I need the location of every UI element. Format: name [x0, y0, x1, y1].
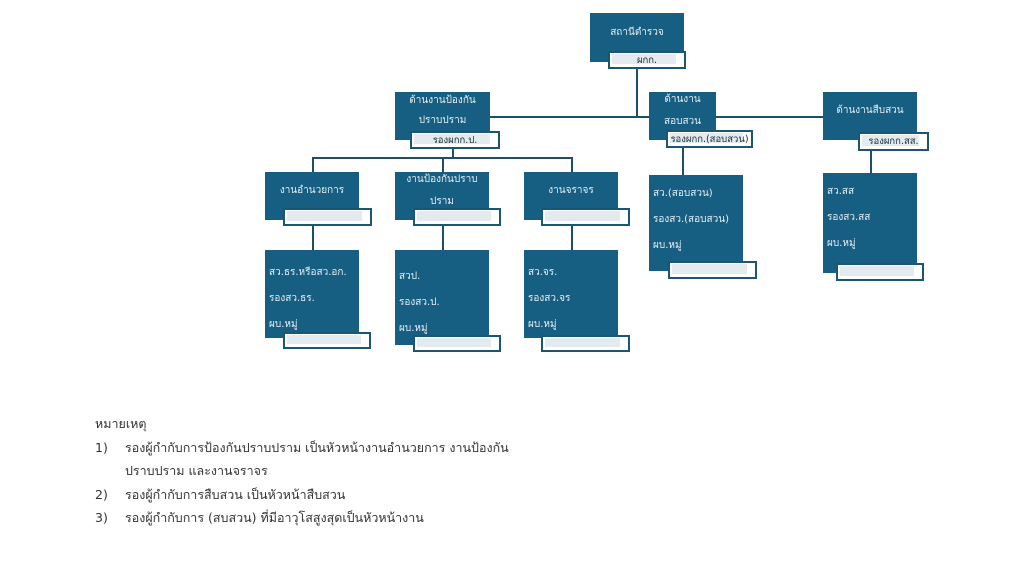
member: รองสว.ป.	[399, 297, 440, 308]
node-title: สถานีตำรวจ	[610, 26, 664, 38]
note-item: 1) รองผู้กำกับการป้องกันปราบปราม เป็นหัวห…	[95, 436, 509, 460]
connector	[571, 157, 573, 172]
members-traffic: สว.จร. รองสว.จร ผบ.หมู่	[524, 250, 618, 338]
notes-section: หมายเหตุ 1) รองผู้กำกับการป้องกันปราบปราม…	[95, 412, 509, 530]
node-title: ด้านงานสอบสวน	[663, 94, 701, 127]
member: สว.(สอบสวน)	[653, 188, 713, 199]
connector	[490, 116, 649, 118]
note-text: รองผู้กำกับการป้องกันปราบปราม เป็นหัวหน้…	[125, 439, 509, 455]
branch-role-label: รองผกก.ป.	[410, 131, 500, 149]
connector	[442, 157, 444, 172]
note-text: ปราบปราม และงานจราจร	[125, 463, 268, 478]
member: ผบ.หมู่	[399, 323, 428, 334]
member: สว.ธร.หรือสว.อก.	[269, 267, 347, 278]
role-text: ผกก.	[636, 54, 658, 66]
node-title: งานป้องกันปราบปราม	[406, 174, 478, 207]
connector	[636, 68, 638, 117]
members-investigation: สว.สส รองสว.สส ผบ.หมู่	[823, 173, 917, 273]
unit-role-label	[283, 208, 372, 226]
members-label	[541, 335, 630, 352]
member: ผบ.หมู่	[827, 238, 856, 249]
notes-heading: หมายเหตุ	[95, 416, 147, 431]
note-number: 2)	[95, 486, 108, 502]
connector	[452, 148, 454, 158]
note-number: 1)	[95, 439, 108, 455]
connector	[312, 157, 314, 172]
connector	[716, 116, 823, 118]
role-text: รองผกก.(สอบสวน)	[670, 133, 749, 145]
node-title: งานอำนวยการ	[279, 185, 345, 196]
member: ผบ.หมู่	[269, 319, 298, 330]
members-prevention: สวป. รองสว.ป. ผบ.หมู่	[395, 250, 489, 345]
note-number: 3)	[95, 510, 108, 525]
unit-role-label	[541, 208, 630, 226]
role-text: รองผกก.สส.	[868, 136, 919, 147]
connector	[442, 225, 444, 250]
members-label	[668, 261, 757, 279]
member: รองสว.(สอบสวน)	[653, 214, 729, 225]
members-admin: สว.ธร.หรือสว.อก. รองสว.ธร. ผบ.หมู่	[265, 250, 359, 338]
members-label	[413, 335, 501, 352]
note-text: รองผู้กำกับการ (สบสวน) ที่มีอาวุโสสูงสุด…	[125, 510, 424, 525]
members-label	[283, 332, 371, 349]
role-text: รองผกก.ป.	[432, 134, 478, 146]
member: ผบ.หมู่	[653, 240, 682, 251]
connector	[571, 225, 573, 250]
member: รองสว.จร	[528, 293, 571, 304]
member: สวป.	[399, 271, 421, 282]
member: รองสว.ธร.	[269, 293, 315, 304]
members-label	[836, 263, 924, 281]
unit-role-label	[413, 208, 501, 226]
member: สว.สส	[827, 186, 855, 197]
member: สว.จร.	[528, 267, 558, 278]
note-item: 3) รองผู้กำกับการ (สบสวน) ที่มีอาวุโสสูงส…	[95, 506, 509, 530]
node-title: ด้านงานสืบสวน	[836, 105, 904, 116]
note-item: 2) รองผู้กำกับการสืบสวน เป็นหัวหน้าสืบสวน	[95, 483, 509, 507]
note-text: รองผู้กำกับการสืบสวน เป็นหัวหน้าสืบสวน	[125, 486, 346, 502]
root-role-label: ผกก.	[608, 51, 686, 69]
member: รองสว.สส	[827, 212, 871, 223]
member: ผบ.หมู่	[528, 319, 557, 330]
connector	[870, 150, 872, 173]
branch-role-label: รองผกก.(สอบสวน)	[666, 130, 753, 148]
note-item-continued: ปราบปราม และงานจราจร	[95, 459, 509, 483]
members-inquiry: สว.(สอบสวน) รองสว.(สอบสวน) ผบ.หมู่	[649, 175, 743, 271]
node-title: ด้านงานป้องกันปราบปราม	[409, 95, 476, 126]
connector	[682, 147, 684, 175]
node-title: งานจราจร	[548, 185, 594, 196]
branch-role-label: รองผกก.สส.	[858, 132, 929, 151]
connector	[312, 225, 314, 250]
